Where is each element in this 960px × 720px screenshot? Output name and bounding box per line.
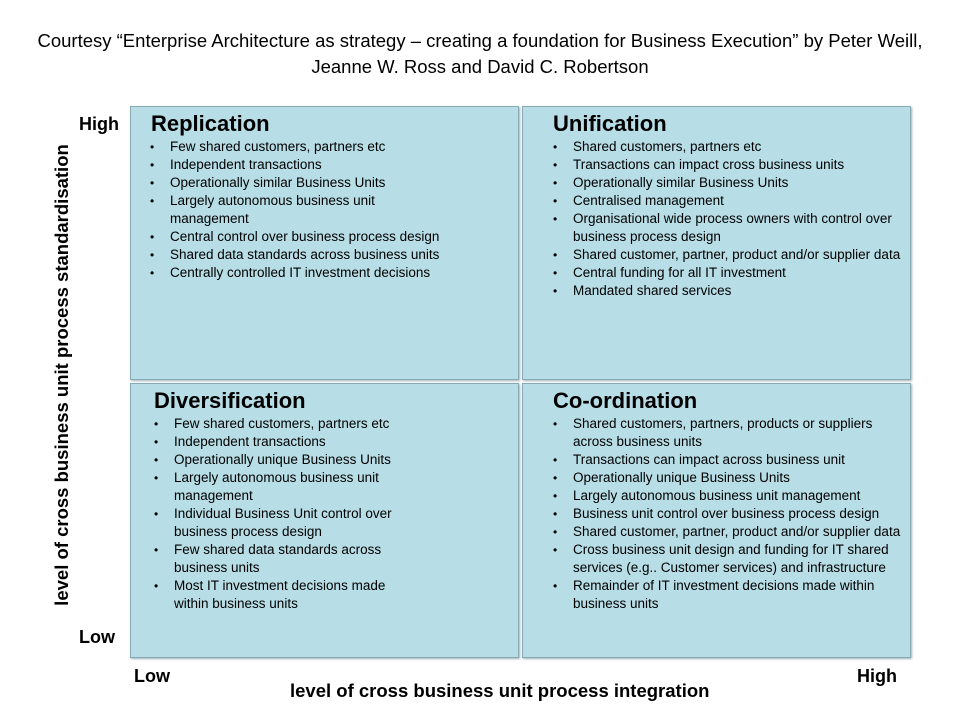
bullet-item: Operationally unique Business Units [153,451,413,469]
quadrant-bullet-list: Shared customers, partners, products or … [552,415,907,613]
quadrant-title: Co-ordination [553,388,698,413]
bullet-item: Cross business unit design and funding f… [552,541,907,577]
y-axis-title: level of cross business unit process sta… [51,144,72,606]
bullet-item: Operationally similar Business Units [149,174,449,192]
caption-line-2: Jeanne W. Ross and David C. Robertson [311,56,649,77]
bullet-item: Central control over business process de… [149,228,449,246]
quadrant-coordination: Co-ordination Shared customers, partners… [522,383,911,658]
bullet-item: Most IT investment decisions made within… [153,577,413,613]
x-axis-high-label: High [857,666,897,686]
bullet-item: Mandated shared services [552,282,902,300]
x-axis-low-label: Low [134,666,170,686]
quadrant-replication: Replication Few shared customers, partne… [130,106,519,380]
bullet-item: Business unit control over business proc… [552,505,907,523]
quadrant-bullet-list: Few shared customers, partners etc Indep… [153,415,413,613]
source-caption: Courtesy “Enterprise Architecture as str… [0,28,960,80]
caption-line-1: Courtesy “Enterprise Architecture as str… [37,30,923,51]
bullet-item: Few shared data standards across busines… [153,541,413,577]
bullet-item: Few shared customers, partners etc [149,138,449,156]
bullet-item: Independent transactions [149,156,449,174]
quadrant-bullet-list: Few shared customers, partners etc Indep… [149,138,449,282]
quadrant-title: Unification [553,111,667,136]
bullet-item: Operationally unique Business Units [552,469,907,487]
bullet-item: Largely autonomous business unit managem… [149,192,449,228]
bullet-item: Shared customers, partners etc [552,138,902,156]
quadrant-title: Diversification [154,388,306,413]
y-axis-low-label: Low [79,627,115,647]
bullet-item: Shared data standards across business un… [149,246,449,264]
bullet-item: Transactions can impact cross business u… [552,156,902,174]
bullet-item: Centrally controlled IT investment decis… [149,264,449,282]
bullet-item: Remainder of IT investment decisions mad… [552,577,907,613]
quadrant-title: Replication [151,111,270,136]
bullet-item: Centralised management [552,192,902,210]
bullet-item: Central funding for all IT investment [552,264,902,282]
bullet-item: Few shared customers, partners etc [153,415,413,433]
bullet-item: Largely autonomous business unit managem… [552,487,907,505]
bullet-item: Shared customer, partner, product and/or… [552,246,902,264]
bullet-item: Independent transactions [153,433,413,451]
quadrant-diversification: Diversification Few shared customers, pa… [130,383,519,658]
bullet-item: Largely autonomous business unit managem… [153,469,413,505]
bullet-item: Shared customers, partners, products or … [552,415,907,451]
quadrant-bullet-list: Shared customers, partners etc Transacti… [552,138,902,300]
bullet-item: Organisational wide process owners with … [552,210,902,246]
bullet-item: Shared customer, partner, product and/or… [552,523,907,541]
x-axis-title: level of cross business unit process int… [290,680,710,701]
bullet-item: Individual Business Unit control over bu… [153,505,413,541]
bullet-item: Operationally similar Business Units [552,174,902,192]
y-axis-high-label: High [79,114,119,134]
bullet-item: Transactions can impact across business … [552,451,907,469]
quadrant-unification: Unification Shared customers, partners e… [522,106,911,380]
